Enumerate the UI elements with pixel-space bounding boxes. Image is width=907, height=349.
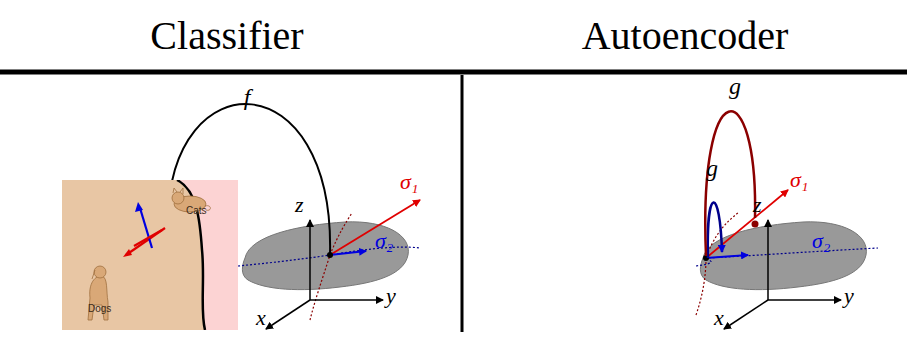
- singular-direction: σ₂: [812, 230, 831, 252]
- class-label: Dogs: [88, 304, 111, 314]
- singular-direction: σ₁: [400, 171, 419, 193]
- axis-label: x: [256, 307, 266, 329]
- map-name: f: [244, 85, 251, 109]
- map-name: g: [729, 74, 741, 98]
- map-name: g: [706, 156, 718, 180]
- singular-direction: σ₂: [375, 230, 394, 252]
- panel-heading: Classifier: [150, 16, 303, 56]
- axis-label: y: [386, 285, 396, 307]
- decision-region-box: CatsDogs: [62, 180, 238, 330]
- manifold-right: [696, 111, 878, 329]
- singular-direction: σ₁: [790, 169, 809, 191]
- panel-heading: Autoencoder: [582, 16, 789, 56]
- axis-label: y: [844, 285, 854, 307]
- divider: [461, 75, 464, 332]
- class-label: Cats: [186, 206, 207, 216]
- axis-label: x: [714, 307, 724, 329]
- header-rule: [0, 70, 907, 75]
- axis-label: z: [295, 194, 304, 216]
- axis-label: z: [753, 194, 762, 216]
